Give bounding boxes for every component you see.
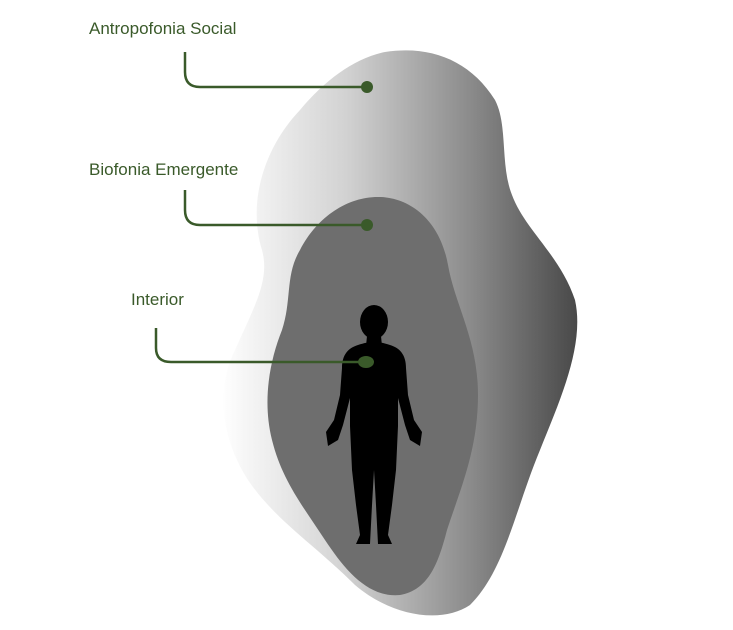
outer-leader-line xyxy=(183,52,367,89)
middle-leader-line xyxy=(183,190,367,227)
outer-layer-label: Antropofonia Social xyxy=(89,19,237,38)
middle-leader-dot xyxy=(361,219,373,231)
outer-leader-dot xyxy=(361,81,373,93)
inner-leader-dot xyxy=(358,356,374,368)
human-silhouette-icon xyxy=(326,305,422,544)
middle-layer-label: Biofonia Emergente xyxy=(89,160,239,179)
inner-layer-label: Interior xyxy=(131,290,184,309)
inner-leader-line xyxy=(154,328,366,364)
